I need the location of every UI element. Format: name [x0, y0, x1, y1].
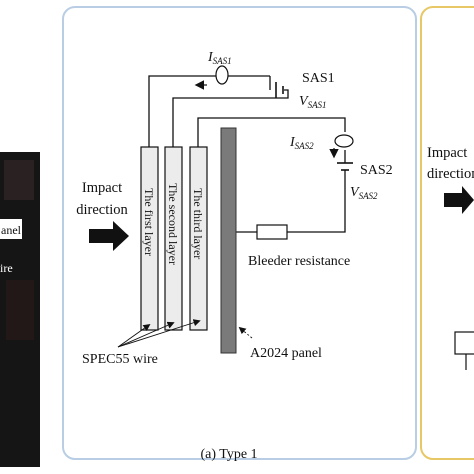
first-layer-label: The first layer	[142, 188, 156, 256]
type2-impact-line1: Impact	[427, 145, 467, 161]
bleeder-resistor	[256, 224, 288, 240]
photo-label-wire: ire	[0, 261, 13, 275]
wire-sas2-to-bleeder	[287, 177, 346, 233]
sas1-voltage-label: VSAS1	[299, 94, 327, 110]
third-layer	[189, 146, 208, 331]
sas2-voltage-label: VSAS2	[350, 185, 378, 201]
wire-sas1-to-layer2	[172, 89, 289, 147]
sas1-battery	[275, 82, 284, 98]
sas2-current-label: ISAS2	[289, 135, 314, 151]
second-layer-label: The second layer	[166, 183, 180, 265]
type2-resistor-partial	[454, 331, 474, 370]
a2024-callout-line	[238, 326, 253, 339]
circuit-wires	[148, 75, 346, 233]
a2024-panel-label: A2024 panel	[250, 346, 322, 361]
sas1-current-sensor	[194, 65, 229, 90]
impact-label-line1: Impact	[82, 180, 122, 196]
impact-label-line2: direction	[76, 202, 128, 218]
layers: The first layer The second layer The thi…	[140, 146, 208, 331]
type2-impact-line2: direction	[427, 166, 474, 182]
spec55-callout-lines	[117, 319, 201, 348]
spec55-wire-label: SPEC55 wire	[82, 352, 158, 367]
photo-detail	[6, 280, 34, 340]
bleeder-label: Bleeder resistance	[248, 254, 350, 269]
sas2-label: SAS2	[360, 163, 393, 178]
second-layer	[164, 146, 183, 331]
third-layer-label: The third layer	[191, 188, 205, 259]
type1-panel-border	[62, 6, 417, 460]
photo-label-box-panel	[0, 219, 22, 239]
photo-detail	[4, 160, 34, 200]
sas2-battery	[337, 162, 353, 177]
wire-layer3-to-sas2	[197, 117, 346, 147]
a2024-panel	[220, 127, 237, 354]
sas2-current-sensor	[329, 134, 354, 159]
sas1-current-label: ISAS1	[207, 50, 232, 66]
sas1-label: SAS1	[302, 71, 335, 86]
type2-impact-arrow	[444, 186, 474, 214]
photo-label-panel: anel	[1, 223, 22, 237]
type2-panel-border	[420, 6, 474, 460]
impact-arrow	[89, 221, 129, 251]
type1-caption: (a) Type 1	[200, 447, 257, 462]
wire-layer1-to-sas1	[148, 75, 270, 147]
left-photo: anel ire	[0, 152, 40, 467]
